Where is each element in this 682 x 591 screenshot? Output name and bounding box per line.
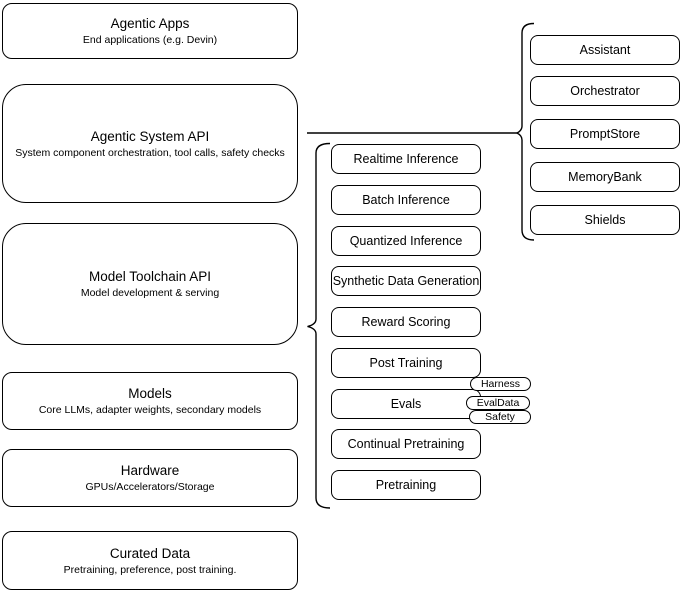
node-curated-data: Curated Data Pretraining, preference, po… xyxy=(2,531,298,590)
node-title: Models xyxy=(128,386,172,401)
node-reward-scoring: Reward Scoring xyxy=(331,307,481,337)
tag-evaldata: EvalData xyxy=(466,396,530,410)
node-label: MemoryBank xyxy=(568,170,642,184)
node-shields: Shields xyxy=(530,205,680,235)
node-title: Agentic Apps xyxy=(110,16,190,31)
tag-label: Harness xyxy=(480,378,521,390)
node-subtitle: System component orchestration, tool cal… xyxy=(15,146,285,159)
node-subtitle: Core LLMs, adapter weights, secondary mo… xyxy=(38,404,262,416)
node-label: Post Training xyxy=(369,356,443,370)
node-synthetic-data-generation: Synthetic Data Generation xyxy=(331,266,481,296)
tag-label: EvalData xyxy=(476,397,520,409)
node-subtitle: Model development & serving xyxy=(80,287,220,299)
node-label: Realtime Inference xyxy=(353,152,459,166)
node-label: Batch Inference xyxy=(362,193,450,207)
tag-harness: Harness xyxy=(470,377,531,391)
node-label: Assistant xyxy=(579,43,631,57)
node-title: Hardware xyxy=(120,463,180,478)
node-orchestrator: Orchestrator xyxy=(530,76,680,106)
node-label: Synthetic Data Generation xyxy=(332,274,480,288)
node-promptstore: PromptStore xyxy=(530,119,680,149)
node-title: Model Toolchain API xyxy=(88,269,212,284)
node-realtime-inference: Realtime Inference xyxy=(331,144,481,174)
node-continual-pretraining: Continual Pretraining xyxy=(331,429,481,459)
node-batch-inference: Batch Inference xyxy=(331,185,481,215)
node-assistant: Assistant xyxy=(530,35,680,65)
tag-safety: Safety xyxy=(469,410,531,424)
node-memorybank: MemoryBank xyxy=(530,162,680,192)
node-label: Shields xyxy=(584,213,626,227)
tag-label: Safety xyxy=(485,411,515,423)
node-label: Pretraining xyxy=(375,478,437,492)
node-evals: Evals xyxy=(331,389,481,419)
node-agentic-apps: Agentic Apps End applications (e.g. Devi… xyxy=(2,3,298,59)
node-quantized-inference: Quantized Inference xyxy=(331,226,481,256)
node-agentic-system-api: Agentic System API System component orch… xyxy=(2,84,298,203)
node-models: Models Core LLMs, adapter weights, secon… xyxy=(2,372,298,430)
node-label: Continual Pretraining xyxy=(347,437,465,451)
node-label: Evals xyxy=(390,397,422,411)
node-label: Quantized Inference xyxy=(349,234,463,248)
node-label: PromptStore xyxy=(569,127,641,141)
node-title: Curated Data xyxy=(109,545,191,561)
node-subtitle: Pretraining, preference, post training. xyxy=(63,563,237,576)
node-post-training: Post Training xyxy=(331,348,481,378)
toolchain-group-bracket xyxy=(307,142,331,509)
node-subtitle: GPUs/Accelerators/Storage xyxy=(85,481,215,493)
node-subtitle: End applications (e.g. Devin) xyxy=(82,34,218,46)
node-model-toolchain-api: Model Toolchain API Model development & … xyxy=(2,223,298,345)
node-label: Orchestrator xyxy=(570,84,640,98)
node-hardware: Hardware GPUs/Accelerators/Storage xyxy=(2,449,298,507)
node-pretraining: Pretraining xyxy=(331,470,481,500)
node-title: Agentic System API xyxy=(90,128,210,144)
node-label: Reward Scoring xyxy=(361,315,451,329)
